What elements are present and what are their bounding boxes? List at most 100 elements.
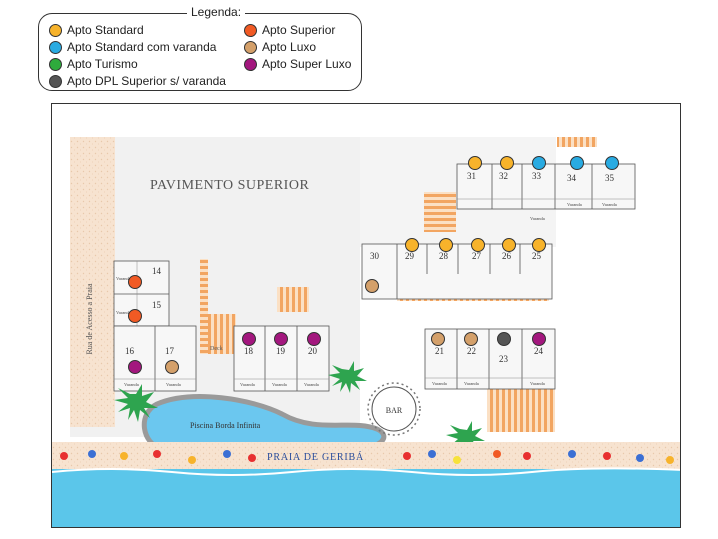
svg-text:Varanda: Varanda (530, 381, 545, 386)
room-number-19: 19 (276, 346, 286, 356)
room-dot-29[interactable] (405, 238, 419, 252)
room-dot-34[interactable] (570, 156, 584, 170)
svg-text:Varanda: Varanda (530, 216, 545, 221)
block-east-middle (361, 243, 553, 300)
room-number-30: 30 (370, 251, 380, 261)
room-number-23: 23 (499, 354, 509, 364)
room-dot-23[interactable] (497, 332, 511, 346)
floor-plan-map: Rua de Acesso a Praia PAVIMENTO SUPERIOR… (51, 103, 681, 528)
room-number-27: 27 (472, 251, 482, 261)
room-number-24: 24 (534, 346, 544, 356)
room-number-18: 18 (244, 346, 254, 356)
room-dot-25[interactable] (532, 238, 546, 252)
legend-item-standard-varanda: Apto Standard com varanda (49, 40, 216, 54)
room-number-32: 32 (499, 171, 508, 181)
legend-dot-icon (244, 57, 257, 71)
legend-dot-icon (244, 23, 257, 37)
legend-box: Legenda: Apto Standard Apto Superior Apt… (38, 5, 362, 91)
deck-area (208, 314, 236, 354)
room-number-25: 25 (532, 251, 542, 261)
room-number-22: 22 (467, 346, 476, 356)
svg-text:Varanda: Varanda (116, 310, 131, 315)
legend-dot-icon (49, 57, 62, 71)
palm-tree-icon (446, 421, 485, 453)
room-number-29: 29 (405, 251, 415, 261)
floor-title: PAVIMENTO SUPERIOR (150, 178, 309, 193)
room-dot-32[interactable] (500, 156, 514, 170)
legend-title: Legenda: (187, 5, 246, 19)
room-number-28: 28 (439, 251, 449, 261)
room-dot-18[interactable] (242, 332, 256, 346)
room-dot-27[interactable] (471, 238, 485, 252)
legend-dot-icon (244, 40, 257, 54)
legend-dot-icon (49, 23, 62, 37)
deck-stairs (277, 287, 309, 312)
room-number-15: 15 (152, 300, 162, 310)
svg-text:Varanda: Varanda (240, 382, 255, 387)
room-number-17: 17 (165, 346, 175, 356)
room-dot-20[interactable] (307, 332, 321, 346)
beach-label: PRAIA DE GERIBÁ (267, 451, 364, 463)
svg-text:Varanda: Varanda (432, 381, 447, 386)
legend-item-standard: Apto Standard (49, 23, 144, 37)
room-dot-22[interactable] (464, 332, 478, 346)
room-dot-21[interactable] (431, 332, 445, 346)
svg-text:Varanda: Varanda (272, 382, 287, 387)
svg-text:Varanda: Varanda (602, 202, 617, 207)
block-east-south (424, 328, 556, 390)
room-number-14: 14 (152, 266, 162, 276)
svg-text:Varanda: Varanda (166, 382, 181, 387)
bar-label: BAR (386, 406, 403, 415)
deck-label: Deck (210, 346, 223, 352)
room-number-26: 26 (502, 251, 512, 261)
legend-dot-icon (49, 40, 62, 54)
room-dot-30[interactable] (365, 279, 379, 293)
svg-text:Varanda: Varanda (304, 382, 319, 387)
room-dot-26[interactable] (502, 238, 516, 252)
legend-item-super-luxo: Apto Super Luxo (244, 57, 351, 71)
room-dot-24[interactable] (532, 332, 546, 346)
room-number-34: 34 (567, 173, 577, 183)
legend-item-dpl-superior: Apto DPL Superior s/ varanda (49, 74, 226, 88)
room-dot-35[interactable] (605, 156, 619, 170)
legend-item-superior: Apto Superior (244, 23, 335, 37)
svg-text:Varanda: Varanda (116, 276, 131, 281)
bar-stools (367, 382, 421, 436)
deck-stairs-south (487, 387, 555, 432)
legend-item-luxo: Apto Luxo (244, 40, 316, 54)
rooms-layer: 14 15 16 17 18 19 20 21 22 23 24 25 26 27 28 29 30 31 32 33… (125, 156, 619, 374)
stairs-north (424, 192, 456, 232)
room-dot-16[interactable] (128, 360, 142, 374)
pool-label: Piscina Borda Infinita (190, 421, 261, 430)
room-dot-19[interactable] (274, 332, 288, 346)
bar (371, 386, 417, 432)
floor-plan-svg: Rua de Acesso a Praia PAVIMENTO SUPERIOR… (52, 137, 680, 527)
room-number-20: 20 (308, 346, 318, 356)
block-east-north (456, 163, 636, 210)
legend-item-turismo: Apto Turismo (49, 57, 138, 71)
svg-text:Varanda: Varanda (567, 202, 582, 207)
palm-tree-icon (114, 384, 158, 422)
beach-umbrellas (60, 450, 674, 464)
room-number-16: 16 (125, 346, 135, 356)
palm-tree-icon (328, 361, 367, 393)
svg-text:Varanda: Varanda (124, 382, 139, 387)
sea (52, 469, 680, 527)
room-number-33: 33 (532, 171, 542, 181)
room-dot-33[interactable] (532, 156, 546, 170)
room-number-35: 35 (605, 173, 615, 183)
room-dot-15[interactable] (128, 309, 142, 323)
room-dot-14[interactable] (128, 275, 142, 289)
deck-strip (200, 259, 208, 354)
room-dot-17[interactable] (165, 360, 179, 374)
room-number-21: 21 (435, 346, 444, 356)
access-path (70, 137, 115, 427)
room-dot-28[interactable] (439, 238, 453, 252)
varanda-labels: Varanda Varanda Varanda Varanda Varanda … (116, 202, 617, 387)
room-dot-31[interactable] (468, 156, 482, 170)
street-label: Rua de Acesso a Praia (85, 283, 94, 355)
wave-line (52, 467, 680, 476)
stairs-north-east (557, 137, 597, 147)
room-number-31: 31 (467, 171, 476, 181)
legend-dot-icon (49, 74, 62, 88)
